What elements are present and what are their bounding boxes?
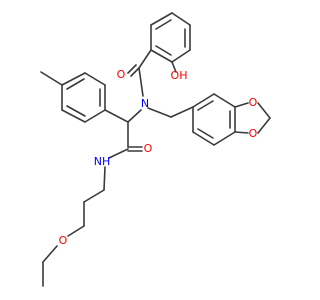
bond-nitrogen-to-alpha-carbon [127, 109, 142, 123]
bond-hp-1 [150, 12, 173, 26]
bond-tol-inner-1 [66, 105, 86, 117]
oxygen-atom-ether: O [59, 234, 68, 247]
oxygen-atom-carbonyl-top: O [117, 68, 126, 81]
bond-hp-2 [171, 12, 191, 26]
atom-labels: O OH N O O O NH O [59, 68, 258, 247]
bond-tolyl-to-methyl [40, 71, 63, 86]
bond-ring-to-carbonyl-carbon [138, 49, 152, 69]
bond-carbonyl-double-a [130, 67, 140, 77]
bond-hp-4 [171, 49, 191, 63]
molecular-structure-diagram: O OH N O O O NH O [0, 0, 300, 300]
bond-alpha-to-tolyl [104, 109, 129, 123]
diagram-background [0, 0, 300, 300]
bond-bd-4 [213, 131, 236, 146]
amide-nh-group: NH [94, 155, 111, 168]
bond-nh-to-chain-c1 [103, 166, 106, 191]
oxygen-atom-dioxole-upper: O [249, 96, 258, 109]
bond-chain-c1-c2 [83, 189, 105, 203]
hydroxyl-group: OH [171, 69, 188, 82]
oxygen-atom-dioxole-lower: O [249, 127, 258, 140]
bond-hp-inner-3 [155, 45, 172, 56]
bond-bd-2 [213, 93, 236, 108]
bond-dioxole-upper-ch2 [257, 102, 271, 119]
bond-tol-5 [84, 72, 106, 86]
bond-dioxole-lower-o [234, 131, 249, 134]
bond-carbonyl-double-b [127, 64, 137, 74]
nitrogen-atom-tertiary: N [141, 97, 149, 110]
bond-lower-carbonyl-to-nh [108, 148, 129, 159]
bond-dioxole-lower-ch2 [257, 117, 271, 134]
bond-oxygen-to-ethyl-c1 [42, 245, 58, 263]
bond-carbonyl-to-nitrogen [138, 67, 144, 97]
bond-network [40, 12, 271, 287]
bond-bd-5 [192, 131, 215, 146]
bond-tol-4 [61, 72, 86, 86]
bond-ring-to-hydroxyl [171, 61, 177, 73]
bond-tol-2 [61, 109, 86, 123]
oxygen-atom-carbonyl-lower: O [144, 142, 153, 155]
bond-dioxole-upper-o [234, 102, 249, 108]
bond-bd-inner-3 [197, 128, 214, 139]
bond-tol-1 [84, 109, 106, 123]
bond-hp-5 [150, 49, 173, 63]
bond-benzylic-carbon-to-benzodioxole [170, 106, 194, 118]
bond-hp-inner-1 [155, 19, 172, 30]
bond-nitrogen-to-benzylic-carbon [147, 107, 172, 118]
bond-tol-inner-2 [66, 78, 85, 90]
bond-bd-inner-1 [197, 100, 214, 111]
bond-bd-1 [192, 93, 215, 108]
bond-chain-c3-oxygen [67, 225, 85, 237]
